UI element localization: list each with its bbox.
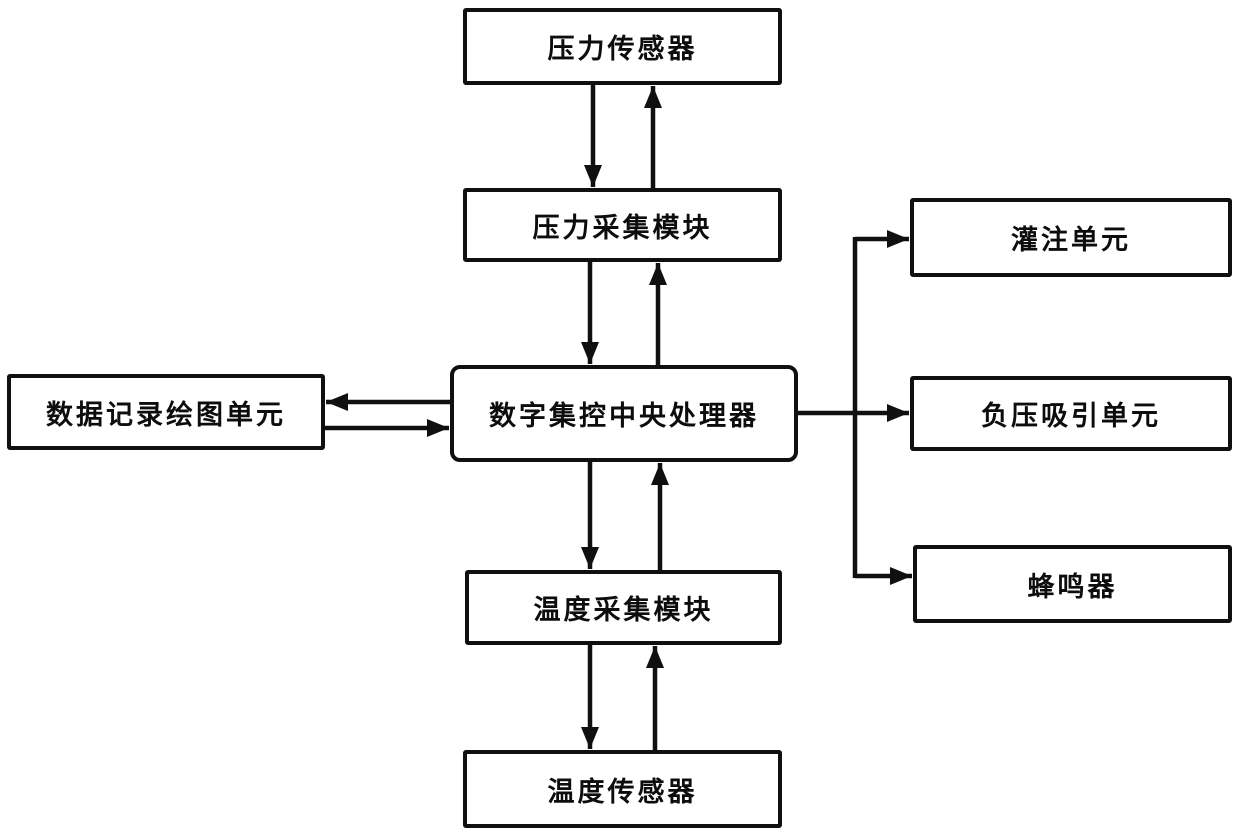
node-central-processor: 数字集控中央处理器: [450, 365, 798, 462]
node-negative-pressure-suction-unit: 负压吸引单元: [910, 376, 1232, 451]
node-pressure-acquisition-module: 压力采集模块: [463, 188, 782, 262]
node-perfusion-unit: 灌注单元: [910, 198, 1232, 277]
node-temperature-acquisition-module: 温度采集模块: [465, 570, 782, 645]
node-temperature-sensor: 温度传感器: [463, 750, 782, 828]
node-pressure-sensor: 压力传感器: [463, 8, 782, 85]
node-data-recording-plot-unit: 数据记录绘图单元: [7, 374, 325, 450]
node-buzzer: 蜂鸣器: [913, 545, 1232, 623]
